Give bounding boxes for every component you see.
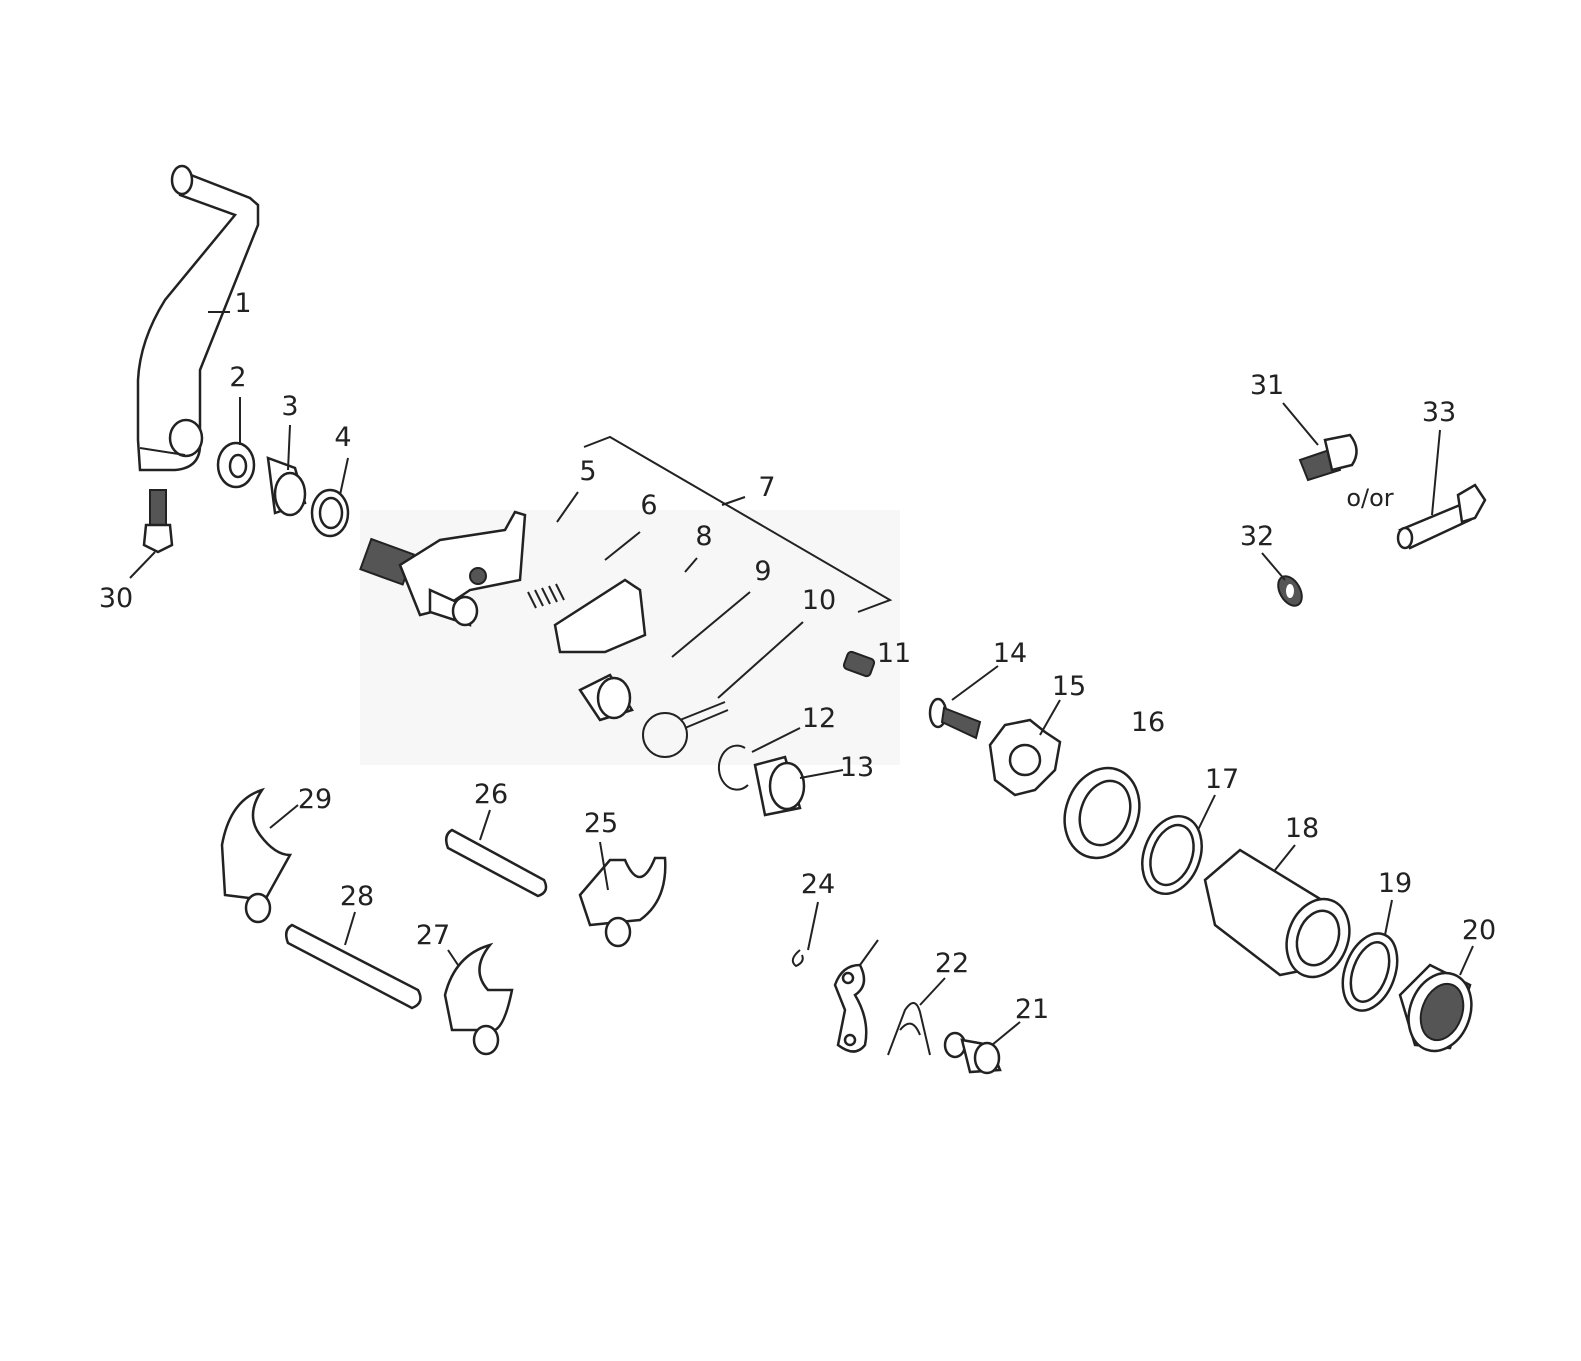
- callout-20: 20: [1462, 915, 1496, 946]
- callout-30: 30: [99, 583, 133, 614]
- callout-31: 31: [1250, 370, 1284, 401]
- callout-25: 25: [584, 808, 618, 839]
- part-21-bolt: [943, 1031, 1002, 1075]
- callout-10: 10: [802, 585, 836, 616]
- callout-16: 16: [1131, 707, 1165, 738]
- part-16-bearing: [1063, 766, 1141, 860]
- part-2-washer: [216, 441, 256, 489]
- callout-6: 6: [640, 490, 657, 521]
- callout-24: 24: [801, 869, 835, 900]
- part-26-shaft: [444, 828, 548, 898]
- part-20-needle-bearing: [1398, 963, 1473, 1053]
- part-1-shift-lever: [136, 164, 260, 472]
- callout-5: 5: [579, 456, 596, 487]
- part-14-screw: [928, 697, 982, 740]
- part-17-shim: [1141, 814, 1203, 896]
- callout-8: 8: [695, 521, 712, 552]
- part-24-clip: [791, 949, 804, 968]
- part-31-screw: [1298, 433, 1358, 482]
- part-18-shift-drum: [1203, 848, 1351, 979]
- callout-9: 9: [754, 556, 771, 587]
- part-13-bushing: [753, 755, 806, 817]
- callout-32: 32: [1240, 521, 1274, 552]
- callout-29: 29: [298, 784, 332, 815]
- callout-7: 7: [758, 472, 775, 503]
- callout-27: 27: [416, 920, 450, 951]
- part-15-star-plate: [988, 718, 1062, 797]
- part-28-shaft: [284, 923, 422, 1010]
- callout-15: 15: [1052, 671, 1086, 702]
- part-11-pin: [842, 650, 876, 678]
- callout-17: 17: [1205, 764, 1239, 795]
- part-5-shift-shaft: [359, 510, 527, 627]
- leader-lines: [129, 311, 1474, 1046]
- part-32-washer: [1277, 575, 1303, 607]
- callout-4: 4: [334, 422, 351, 453]
- part-8-spring: [527, 583, 565, 609]
- callout-18: 18: [1285, 813, 1319, 844]
- part-25-shift-fork: [578, 856, 667, 948]
- part-10-spring: [642, 701, 729, 758]
- part-23-lever: [833, 963, 868, 1053]
- callout-28: 28: [340, 881, 374, 912]
- part-27-shift-fork: [443, 942, 514, 1056]
- part-19-shim: [1341, 932, 1399, 1012]
- callout-21: 21: [1015, 994, 1049, 1025]
- callout-14: 14: [993, 638, 1027, 669]
- part-30-bolt: [142, 489, 174, 554]
- callout-33: 33: [1422, 397, 1456, 428]
- callout-26: 26: [474, 779, 508, 810]
- callout-13: 13: [840, 752, 874, 783]
- part-22-spring: [887, 1002, 931, 1056]
- part-6-ratchet-plate: [553, 578, 647, 654]
- part-9-roller: [578, 673, 634, 722]
- alternative-label: o/or: [1346, 484, 1393, 512]
- callout-1: 1: [234, 288, 251, 319]
- callout-12: 12: [802, 703, 836, 734]
- part-3-bushing: [266, 456, 307, 517]
- bracket-7: [583, 435, 893, 613]
- part-4-washer: [310, 488, 350, 538]
- part-12-circlip: [717, 744, 749, 791]
- part-33-bolt: [1396, 483, 1487, 550]
- part-29-shift-fork: [220, 787, 293, 924]
- callout-22: 22: [935, 948, 969, 979]
- callout-2: 2: [229, 362, 246, 393]
- callout-11: 11: [877, 638, 911, 669]
- callout-19: 19: [1378, 868, 1412, 899]
- callout-3: 3: [281, 391, 298, 422]
